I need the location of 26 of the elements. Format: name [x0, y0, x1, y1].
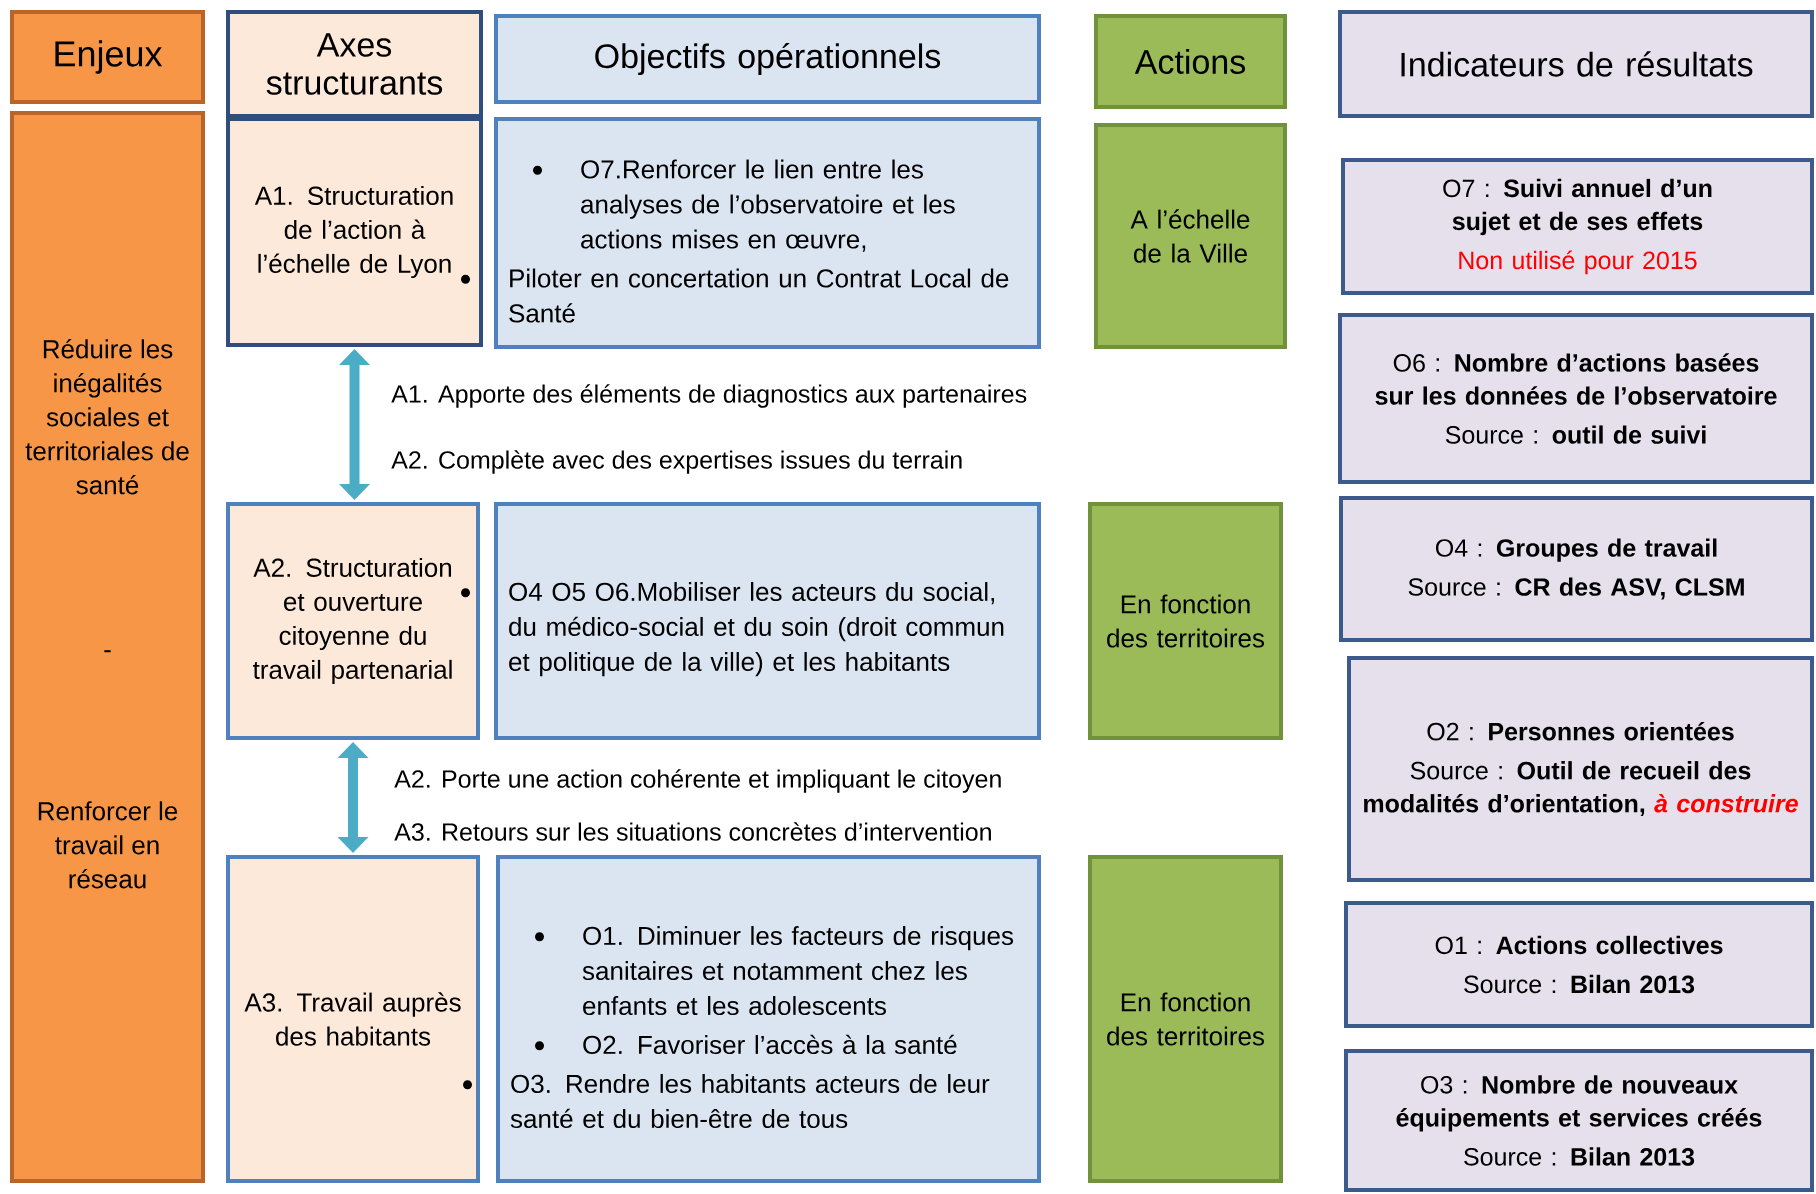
arrow-annotation: A2. Complète avec des expertises issues du terrain: [391, 450, 962, 474]
action-box: En fonction des territoires: [1088, 855, 1283, 1183]
indicator-box: O7 : Suivi annuel d’un sujet et de ses effets Non utilisé pour 2015: [1341, 158, 1814, 295]
column-header: Indicateurs de résultats: [1338, 10, 1814, 118]
column-header: Actions: [1094, 14, 1287, 109]
arrow-annotation: A1. Apporte des éléments de diagnostics aux partenaires: [391, 384, 1027, 408]
indicator-box: O1 : Actions collectives Source : Bilan 2013: [1344, 901, 1814, 1028]
axis-box: A3. Travail auprès des habitants: [226, 855, 480, 1183]
objective-box: O4 O5 O6.Mobiliser les acteurs du social, du médico-social et du soin (droit commun et politique de la ville) et les habitants: [461, 502, 1041, 740]
objective-box: O7.Renforcer le lien entre les analyses de l’observatoire et les actions mises en œuvre, Piloter en concertation un Contrat Local de Santé: [461, 117, 1041, 349]
indicator-box: O6 : Nombre d’actions basées sur les données de l’observatoire Source : outil de suivi: [1338, 313, 1814, 484]
indicator-box: O2 : Personnes orientées Source : Outil de recueil des modalités d’orientation, à construire: [1347, 656, 1814, 882]
indicator-box: O3 : Nombre de nouveaux équipements et services créés Source : Bilan 2013: [1344, 1049, 1814, 1192]
column-header: Axes structurants: [226, 10, 483, 118]
action-box: A l’échelle de la Ville: [1094, 123, 1287, 349]
arrow-annotation: A2. Porte une action cohérente et impliquant le citoyen: [394, 769, 1001, 793]
action-box: En fonction des territoires: [1088, 502, 1283, 740]
indicator-box: O4 : Groupes de travail Source : CR des ASV, CLSM: [1339, 496, 1814, 642]
double-arrow: [337, 742, 369, 853]
double-arrow: [339, 349, 370, 500]
column-header: Objectifs opérationnels: [494, 14, 1041, 104]
axis-box: A2. Structuration et ouverture citoyenne du travail partenarial: [226, 502, 480, 740]
issue-box: Réduire les inégalités sociales et territoriales de santé - Renforcer le travail en réseau: [10, 111, 205, 1183]
arrow-annotation: A3. Retours sur les situations concrètes d’intervention: [394, 822, 991, 841]
column-header: Enjeux: [10, 10, 205, 104]
objective-box: O1. Diminuer les facteurs de risques sanitaires et notamment chez les enfants et les adolescents O2. Favoriser l’accès à la santé O3. Rendre les habitants acteurs de leur santé et du bien-être de tous: [463, 855, 1041, 1183]
